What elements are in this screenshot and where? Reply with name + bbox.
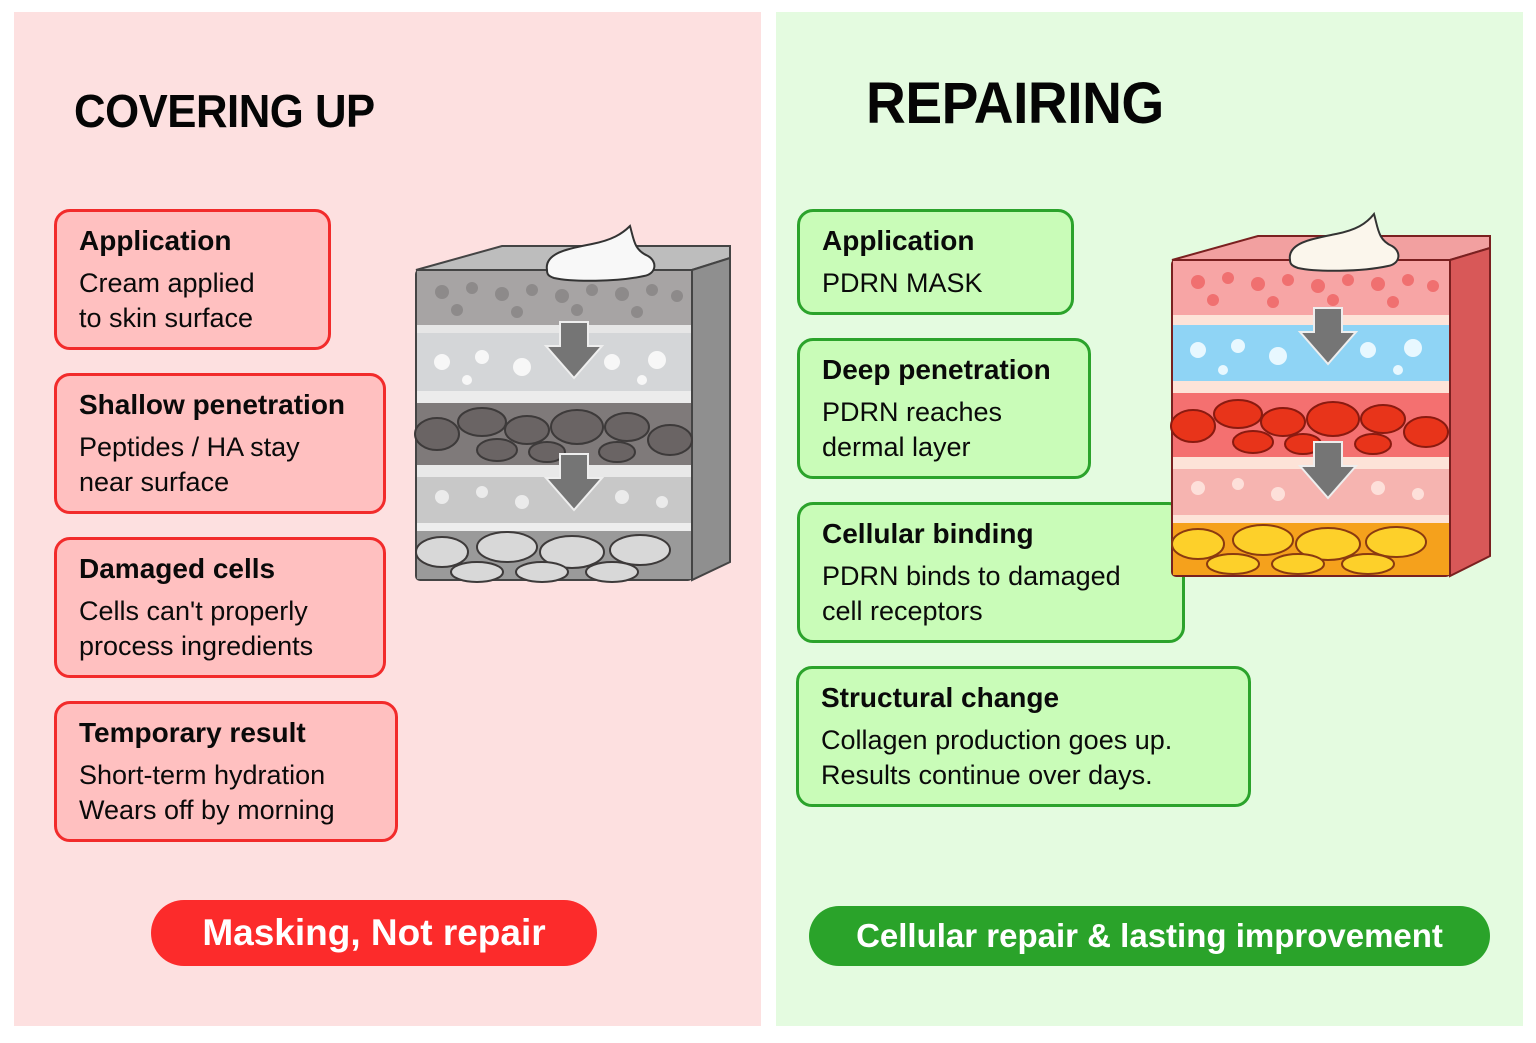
healthy-colored-skin-layers-icon [1170, 211, 1491, 578]
card-body: Peptides / HA stay near surface [79, 432, 300, 497]
covering-up-title: COVERING UP [74, 85, 375, 137]
card-body: PDRN binds to damaged cell receptors [822, 561, 1121, 626]
card-cellular-binding: Cellular binding PDRN binds to damaged c… [797, 502, 1185, 643]
card-title: Temporary result [79, 717, 306, 748]
card-body: Collagen production goes up. Results con… [821, 725, 1173, 790]
repairing-title: REPAIRING [866, 71, 1164, 136]
card-application: Application PDRN MASK [797, 209, 1074, 315]
card-title: Application [79, 225, 232, 256]
card-body: Cream applied to skin surface [79, 268, 255, 333]
repairing-panel: REPAIRING Application PDRN MASK Deep pen… [776, 12, 1523, 1026]
card-deep-penetration: Deep penetration PDRN reaches dermal lay… [797, 338, 1091, 479]
card-title: Structural change [821, 682, 1060, 713]
card-title: Damaged cells [79, 553, 276, 584]
card-body: Cells can't properly process ingredients [79, 596, 314, 661]
cellular-repair-badge: Cellular repair & lasting improvement [809, 906, 1490, 966]
masking-not-repair-badge: Masking, Not repair [151, 900, 597, 966]
card-title: Shallow penetration [79, 389, 346, 420]
card-title: Cellular binding [822, 518, 1034, 549]
card-body: PDRN MASK [822, 268, 983, 298]
card-title: Application [822, 225, 975, 256]
card-shallow-penetration: Shallow penetration Peptides / HA stay n… [54, 373, 386, 514]
card-title: Deep penetration [822, 354, 1051, 385]
card-body: Short-term hydration Wears off by mornin… [79, 760, 335, 825]
card-damaged-cells: Damaged cells Cells can't properly proce… [54, 537, 386, 678]
card-structural-change: Structural change Collagen production go… [796, 666, 1251, 807]
card-temporary-result: Temporary result Short-term hydration We… [54, 701, 398, 842]
card-body: PDRN reaches dermal layer [822, 397, 1003, 462]
grey-damaged-skin-layers-icon [414, 224, 731, 583]
card-application: Application Cream applied to skin surfac… [54, 209, 331, 350]
covering-up-panel: COVERING UP Application Cream applied to… [14, 12, 761, 1026]
